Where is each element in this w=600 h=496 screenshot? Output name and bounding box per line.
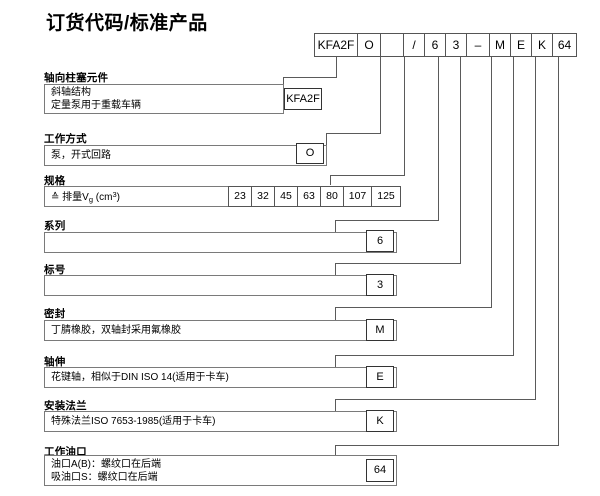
leader-line-v-5b bbox=[335, 263, 336, 275]
size-cell-45[interactable]: 45 bbox=[274, 186, 298, 207]
section-code-box-operating-mode[interactable]: O bbox=[296, 143, 324, 164]
size-desc-sup: 3 bbox=[112, 189, 117, 199]
leader-line-v-4b bbox=[335, 220, 336, 232]
section-code-box-axial-piston-unit[interactable]: KFA2F bbox=[284, 88, 322, 110]
code-cell-2[interactable] bbox=[380, 33, 404, 57]
code-cell-0[interactable]: KFA2F bbox=[314, 33, 358, 57]
code-cell-4[interactable]: 6 bbox=[424, 33, 446, 57]
code-cell-3[interactable]: / bbox=[403, 33, 425, 57]
code-cell-1[interactable]: O bbox=[357, 33, 381, 57]
leader-line-v-1 bbox=[336, 57, 337, 77]
size-cell-80[interactable]: 80 bbox=[320, 186, 344, 207]
size-desc-tail: ) bbox=[116, 191, 120, 203]
section-code-box-mounting-flange[interactable]: K bbox=[366, 410, 394, 432]
code-cell-5[interactable]: 3 bbox=[445, 33, 467, 57]
code-cell-10[interactable]: 64 bbox=[552, 33, 577, 57]
section-label-index: 标号 bbox=[44, 264, 66, 276]
section-desc-text-working-ports: 油口A(B)：螺纹口在后端 吸油口S：螺纹口在后端 bbox=[51, 458, 161, 483]
leader-line-v-3b bbox=[330, 175, 331, 185]
leader-line-h-4 bbox=[335, 220, 439, 221]
leader-line-h-1 bbox=[283, 77, 337, 78]
code-cell-6[interactable]: – bbox=[466, 33, 490, 57]
size-cell-23[interactable]: 23 bbox=[228, 186, 252, 207]
leader-line-v-6b bbox=[335, 307, 336, 320]
leader-line-v-8b bbox=[335, 399, 336, 411]
size-desc-sub: g bbox=[88, 194, 93, 204]
leader-line-h-2 bbox=[326, 133, 381, 134]
leader-line-v-4 bbox=[438, 57, 439, 220]
leader-line-v-7 bbox=[513, 57, 514, 355]
section-label-series: 系列 bbox=[44, 220, 66, 232]
section-label-seal: 密封 bbox=[44, 308, 66, 320]
section-desc-box-operating-mode: 泵，开式回路 bbox=[44, 145, 327, 166]
leader-line-v-6 bbox=[491, 57, 492, 307]
size-cell-32[interactable]: 32 bbox=[251, 186, 275, 207]
section-code-box-seal[interactable]: M bbox=[366, 319, 394, 341]
leader-line-h-3 bbox=[330, 175, 405, 176]
section-desc-text-axial-piston-unit: 斜轴结构 定量泵用于重载车辆 bbox=[51, 87, 141, 111]
size-desc-main: ≙ 排量V bbox=[51, 191, 89, 203]
code-cell-7[interactable]: M bbox=[489, 33, 511, 57]
section-desc-text-operating-mode: 泵，开式回路 bbox=[51, 150, 111, 161]
section-desc-box-seal: 丁腈橡胶，双轴封采用氟橡胶 bbox=[44, 320, 397, 341]
leader-line-v-7b bbox=[335, 355, 336, 367]
section-code-box-shaft-end[interactable]: E bbox=[366, 366, 394, 388]
section-desc-box-axial-piston-unit: 斜轴结构 定量泵用于重载车辆 bbox=[44, 84, 284, 114]
size-cell-107[interactable]: 107 bbox=[343, 186, 372, 207]
leader-line-h-6 bbox=[335, 307, 492, 308]
code-cell-9[interactable]: K bbox=[531, 33, 553, 57]
section-code-box-series[interactable]: 6 bbox=[366, 230, 394, 252]
leader-line-v-8 bbox=[535, 57, 536, 399]
section-desc-box-shaft-end: 花键轴，相似于DIN ISO 14(适用于卡车) bbox=[44, 367, 397, 388]
section-label-mounting-flange: 安装法兰 bbox=[44, 400, 87, 412]
section-desc-text-shaft-end: 花键轴，相似于DIN ISO 14(适用于卡车) bbox=[51, 372, 229, 383]
leader-line-v-5 bbox=[460, 57, 461, 263]
code-string-row: KFA2F O / 6 3 – M E K 64 bbox=[314, 33, 577, 57]
leader-line-v-2b bbox=[326, 133, 327, 145]
leader-line-h-9 bbox=[335, 445, 559, 446]
section-code-box-index[interactable]: 3 bbox=[366, 274, 394, 296]
section-label-axial-piston-unit: 轴向柱塞元件 bbox=[44, 72, 109, 84]
leader-line-h-5 bbox=[335, 263, 461, 264]
leader-line-h-8 bbox=[335, 399, 536, 400]
section-desc-box-index bbox=[44, 275, 397, 296]
size-cell-125[interactable]: 125 bbox=[371, 186, 401, 207]
code-cell-8[interactable]: E bbox=[510, 33, 532, 57]
size-cell-63[interactable]: 63 bbox=[297, 186, 321, 207]
size-desc-unit: (cm bbox=[93, 191, 113, 203]
leader-line-v-2 bbox=[380, 57, 381, 133]
leader-line-h-7 bbox=[335, 355, 514, 356]
leader-line-v-1b bbox=[283, 77, 284, 89]
section-desc-box-working-ports: 油口A(B)：螺纹口在后端 吸油口S：螺纹口在后端 bbox=[44, 455, 397, 486]
section-desc-text-size: ≙ 排量Vg (cm3) bbox=[45, 188, 120, 206]
section-code-box-working-ports[interactable]: 64 bbox=[366, 459, 394, 482]
page-title: 订货代码/标准产品 bbox=[46, 13, 208, 34]
leader-line-v-3 bbox=[404, 57, 405, 175]
section-desc-text-seal: 丁腈橡胶，双轴封采用氟橡胶 bbox=[51, 325, 181, 336]
section-desc-box-mounting-flange: 特殊法兰ISO 7653-1985(适用于卡车) bbox=[44, 411, 397, 432]
section-desc-text-mounting-flange: 特殊法兰ISO 7653-1985(适用于卡车) bbox=[51, 416, 216, 427]
section-label-shaft-end: 轴伸 bbox=[44, 356, 66, 368]
section-label-size: 规格 bbox=[44, 175, 66, 187]
leader-line-v-9b bbox=[335, 445, 336, 455]
section-desc-box-series bbox=[44, 232, 397, 253]
leader-line-v-9 bbox=[558, 57, 559, 445]
section-label-operating-mode: 工作方式 bbox=[44, 133, 87, 145]
